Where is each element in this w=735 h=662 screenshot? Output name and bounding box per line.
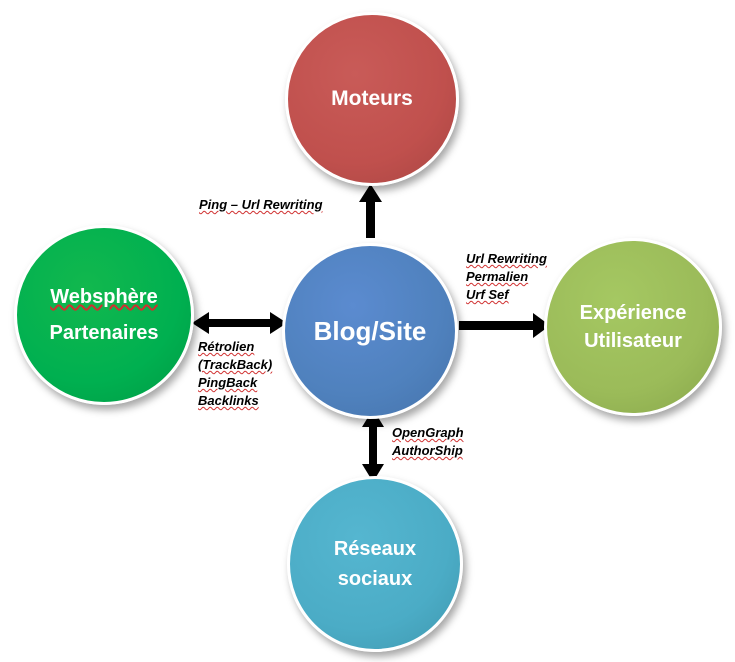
edge-label-retro-line: PingBack <box>198 375 258 390</box>
node-reseaux: Réseaux sociaux <box>287 476 463 652</box>
edge-label-og-line: OpenGraph <box>392 425 464 440</box>
node-experience-line2: Utilisateur <box>584 330 682 352</box>
node-blog-label: Blog/Site <box>313 315 427 346</box>
node-websphere: Websphère Partenaires <box>14 225 194 405</box>
node-reseaux-line1: Réseaux <box>333 538 417 560</box>
node-websphere-line2: Partenaires <box>49 322 159 344</box>
arrow-websphere-blog <box>192 312 287 334</box>
edge-label-url-line: Permalien <box>466 269 529 284</box>
node-moteurs-label: Moteurs <box>331 87 413 110</box>
edge-label-url-line: Urf Sef <box>466 287 509 302</box>
node-experience: Expérience Utilisateur <box>544 238 722 416</box>
arrow-blog-reseaux <box>362 409 384 482</box>
edge-label-retro-line: (TrackBack) <box>198 357 273 372</box>
edge-label-opengraph: OpenGraph AuthorShip <box>392 424 464 460</box>
node-websphere-line1: Websphère <box>50 286 158 308</box>
node-moteurs: Moteurs <box>285 12 459 186</box>
edge-label-retro-line: Backlinks <box>198 393 259 408</box>
edge-label-url-line: Url Rewriting <box>466 251 547 266</box>
edge-label-og-line: AuthorShip <box>392 443 463 458</box>
edge-label-url-rewriting: Url Rewriting Permalien Urf Sef <box>466 250 547 304</box>
edge-label-ping: Ping – Url Rewriting <box>199 196 323 214</box>
arrow-blog-to-moteurs <box>359 184 382 238</box>
node-blog-site: Blog/Site <box>282 243 458 419</box>
edge-label-ping-text: Ping – Url Rewriting <box>199 197 323 212</box>
node-experience-line1: Expérience <box>579 302 687 324</box>
node-reseaux-line2: sociaux <box>337 568 413 590</box>
arrow-blog-to-experience <box>459 313 550 338</box>
edge-label-retro-line: Rétrolien <box>198 339 255 354</box>
edge-label-retrolien: Rétrolien (TrackBack) PingBack Backlinks <box>198 338 272 410</box>
